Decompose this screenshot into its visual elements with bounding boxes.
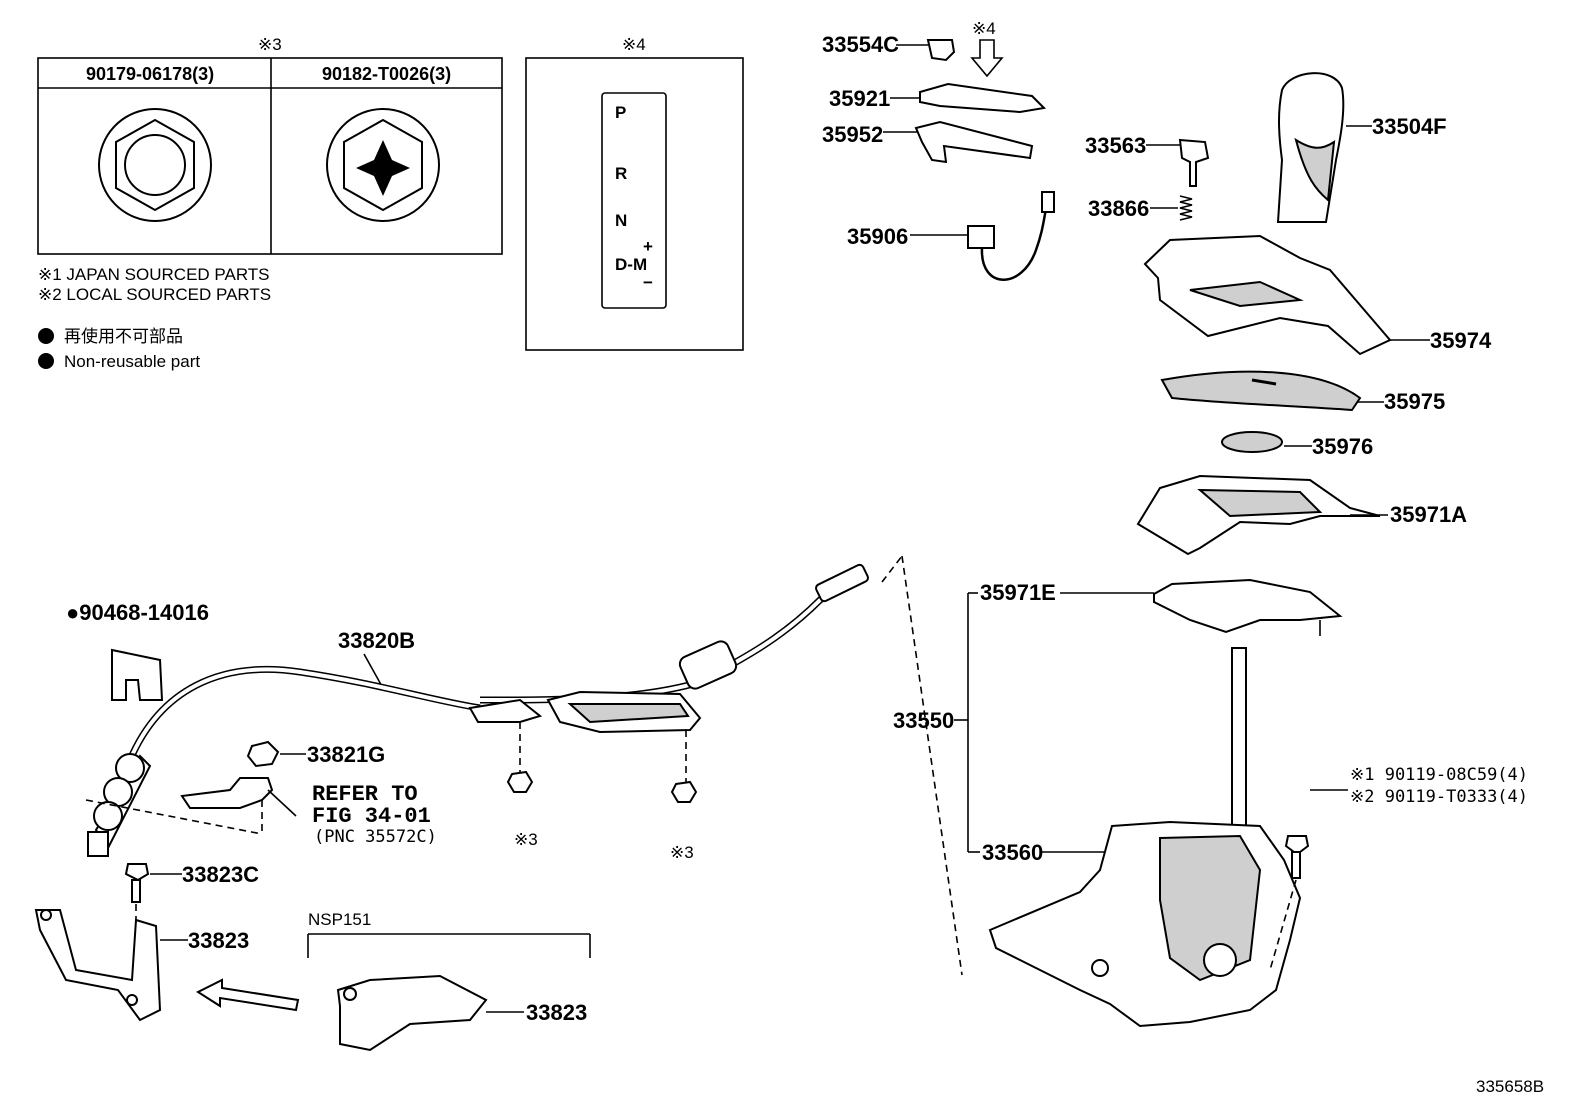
- svg-text:(PNC 35572C): (PNC 35572C): [314, 827, 437, 847]
- clip-90468: ●90468-14016: [66, 600, 209, 701]
- bracket-33823: 33823: [34, 909, 249, 1022]
- part-nut-a: 90179-06178(3): [86, 64, 214, 84]
- svg-text:33820B: 33820B: [338, 628, 415, 653]
- svg-text:33821G: 33821G: [307, 742, 385, 767]
- bolt-33823c: 33823C: [124, 862, 259, 930]
- gate-dm: D-M: [615, 255, 647, 274]
- svg-text:FIG 34-01: FIG 34-01: [312, 804, 431, 829]
- note4-mark: ※4: [622, 35, 646, 54]
- svg-text:35906: 35906: [847, 224, 908, 249]
- svg-text:33504F: 33504F: [1372, 114, 1447, 139]
- svg-text:●90468-14016: ●90468-14016: [66, 600, 209, 625]
- nut-b-icon: [326, 108, 440, 222]
- svg-text:35971A: 35971A: [1390, 502, 1467, 527]
- nut-a-icon: [98, 108, 212, 222]
- nut-mark3-left: ※3: [506, 722, 538, 849]
- legend-japan: ※1 JAPAN SOURCED PARTS: [38, 265, 270, 284]
- part-33554c: 33554C: [822, 32, 956, 62]
- down-arrow-icon: ※4: [970, 19, 1004, 78]
- bullet-icon: [38, 328, 54, 344]
- part-35971e: 35971E: [980, 578, 1343, 636]
- part-33563: 33563: [1085, 133, 1210, 187]
- shift-base-33560: 33560: [968, 647, 1302, 1028]
- part-35975: 35975: [1160, 370, 1445, 414]
- gate-minus: −: [643, 273, 653, 292]
- shift-cable-33820b: 33820B: [85, 563, 869, 857]
- svg-text:33560: 33560: [982, 840, 1043, 865]
- part-35906: 35906: [847, 191, 1055, 281]
- part-35976: 35976: [1221, 431, 1373, 459]
- part-35921: 35921: [829, 82, 1047, 114]
- part-nut-b: 90182-T0026(3): [322, 64, 451, 84]
- svg-text:33866: 33866: [1088, 196, 1149, 221]
- svg-text:35974: 35974: [1430, 328, 1492, 353]
- svg-text:※4: ※4: [972, 19, 996, 38]
- part-35952: 35952: [822, 120, 1034, 164]
- svg-text:※1 90119-08C59(4): ※1 90119-08C59(4): [1350, 765, 1528, 785]
- gate-n: N: [615, 211, 627, 230]
- bracket-35572c: REFER TO FIG 34-01 (PNC 35572C): [180, 777, 437, 847]
- svg-text:33563: 33563: [1085, 133, 1146, 158]
- nonreuse-jp: 再使用不可部品: [64, 326, 183, 346]
- svg-text:35952: 35952: [822, 122, 883, 147]
- left-arrow-icon: [195, 978, 300, 1012]
- nonreuse-en: Non-reusable part: [64, 352, 200, 371]
- shift-knob-33504f: 33504F: [1276, 72, 1447, 223]
- svg-text:35976: 35976: [1312, 434, 1373, 459]
- svg-text:REFER TO: REFER TO: [312, 782, 418, 807]
- svg-text:35975: 35975: [1384, 389, 1445, 414]
- svg-text:NSP151: NSP151: [308, 910, 371, 929]
- bolt-90119: ※1 90119-08C59(4) ※2 90119-T0333(4): [1269, 765, 1528, 971]
- part-35971a: 35971A: [1136, 474, 1467, 556]
- nut-mark3-right: ※3: [670, 730, 698, 862]
- svg-text:35921: 35921: [829, 86, 890, 111]
- bracket-33550: 33550: [893, 592, 978, 852]
- svg-text:※2 90119-T0333(4): ※2 90119-T0333(4): [1350, 787, 1528, 807]
- svg-text:※3: ※3: [670, 843, 694, 862]
- svg-text:33554C: 33554C: [822, 32, 899, 57]
- spring-33866: 33866: [1088, 195, 1193, 221]
- figure-id: 335658B: [1476, 1077, 1544, 1096]
- note3-mark: ※3: [258, 35, 282, 54]
- gate-p: P: [615, 103, 626, 122]
- nut-table: ※3 90179-06178(3) 90182-T0026(3) ※1 JAPA…: [37, 35, 503, 371]
- svg-text:33823: 33823: [526, 1000, 587, 1025]
- shift-gate-box: ※4 P R N D-M + −: [525, 35, 744, 351]
- svg-text:33823C: 33823C: [182, 862, 259, 887]
- gate-r: R: [615, 164, 627, 183]
- part-35974: 35974: [1143, 234, 1492, 356]
- nsp151-variant: NSP151 33823: [307, 910, 591, 1052]
- legend-local: ※2 LOCAL SOURCED PARTS: [38, 285, 271, 304]
- svg-text:35971E: 35971E: [980, 580, 1056, 605]
- bullet-icon: [38, 353, 54, 369]
- svg-text:※3: ※3: [514, 830, 538, 849]
- nut-33821g: 33821G: [246, 740, 385, 768]
- svg-text:33823: 33823: [188, 928, 249, 953]
- gate-plus: +: [643, 237, 653, 256]
